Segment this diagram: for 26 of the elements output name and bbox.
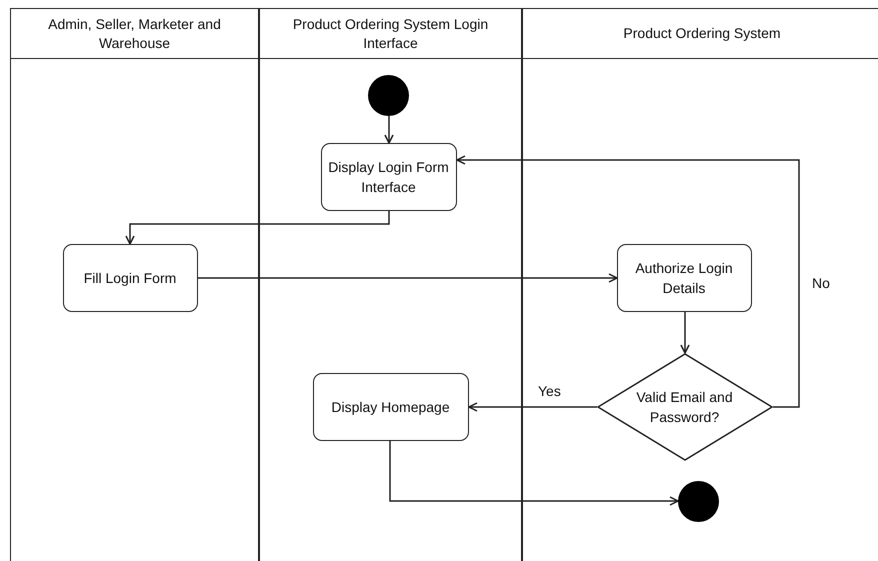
swimlane — [522, 8, 878, 561]
end-node — [678, 480, 718, 522]
arrow — [468, 402, 597, 412]
lane-header: Admin, Seller, Marketer and Warehouse — [47, 14, 222, 52]
activity-label: Display Homepage — [331, 398, 450, 416]
arrow — [198, 273, 618, 283]
activity-box — [320, 142, 456, 210]
arrow — [389, 441, 679, 506]
activity-box — [62, 244, 198, 312]
activity-label: Fill Login Form — [84, 268, 176, 288]
arrow — [456, 155, 800, 408]
swimlane — [10, 8, 259, 561]
edge-label: Yes — [536, 383, 563, 399]
lane-header: Product Ordering System — [622, 24, 782, 43]
lane-header: Product Ordering System Login Interface — [292, 14, 490, 52]
decision-label: Valid Email and Password? — [635, 388, 734, 426]
activity-label: Display Login Form Interface — [327, 158, 450, 196]
swimlane — [259, 8, 522, 561]
start-node — [368, 74, 408, 116]
activity-box — [616, 244, 752, 312]
activity-label: Authorize Login Details — [634, 258, 734, 298]
arrow — [125, 211, 390, 245]
edge-label: No — [810, 275, 832, 291]
arrow — [680, 312, 690, 354]
arrow — [384, 116, 394, 144]
activity-box — [312, 372, 468, 440]
